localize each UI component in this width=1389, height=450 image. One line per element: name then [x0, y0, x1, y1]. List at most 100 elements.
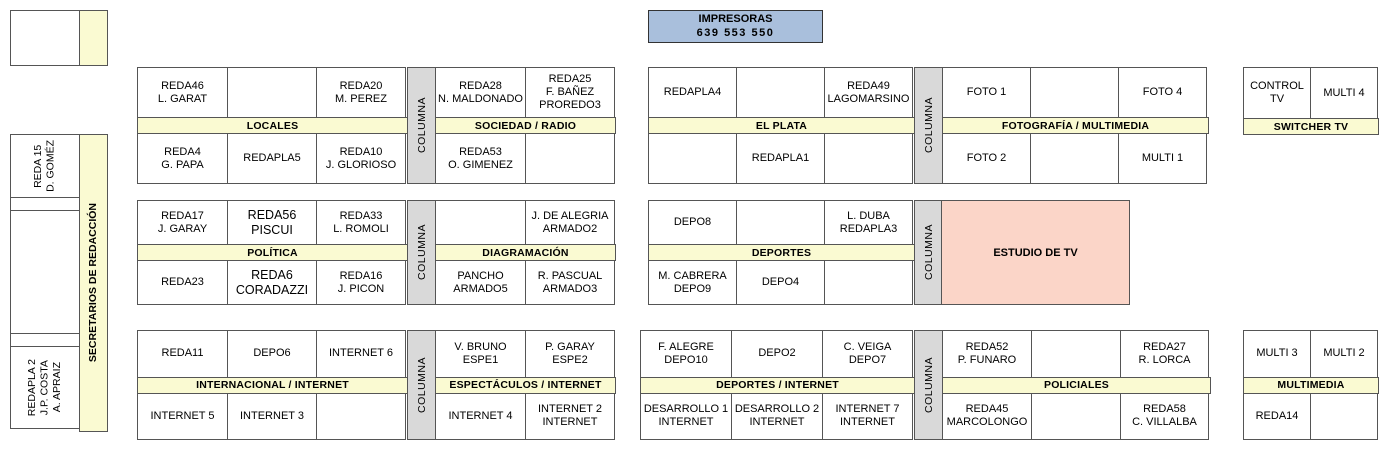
cell-reda20[interactable]: REDA20 M. PEREZ: [316, 67, 406, 118]
cell-reda58[interactable]: REDA58 C. VILLALBA: [1120, 392, 1209, 440]
cell-internet2[interactable]: INTERNET 2 INTERNET: [525, 392, 615, 440]
cell-depo6[interactable]: DEPO6: [227, 330, 317, 378]
cell-veiga[interactable]: C. VEIGA DEPO7: [822, 330, 913, 378]
block-deportes-top-row: DEPO8 L. DUBA REDAPLA3: [648, 200, 915, 245]
cell-reda14[interactable]: REDA14: [1243, 392, 1311, 440]
cell-empty-elplata-bottom-2[interactable]: [824, 133, 913, 184]
cell-alegre[interactable]: F. ALEGRE DEPO10: [640, 330, 732, 378]
cell-depo2[interactable]: DEPO2: [731, 330, 823, 378]
columna-strip-row2-left: COLUMNA: [407, 200, 436, 305]
block-policiales-top-row: REDA52 P. FUNARO REDA27 R. LORCA: [942, 330, 1211, 378]
cell-empty-multimedia-bottom[interactable]: [1310, 392, 1378, 440]
block-estudio-de-tv[interactable]: ESTUDIO DE TV: [941, 200, 1130, 305]
block-diagramacion-bottom-row: PANCHO ARMADO5 R. PASCUAL ARMADO3: [435, 260, 616, 305]
block-policiales-bottom-row: REDA45 MARCOLONGO REDA58 C. VILLALBA: [942, 392, 1211, 440]
cell-internet3[interactable]: INTERNET 3: [227, 392, 317, 440]
cell-multi3[interactable]: MULTI 3: [1243, 330, 1311, 378]
cell-empty-deportes-top[interactable]: [736, 200, 825, 245]
sidebar-cell-empty-3[interactable]: [10, 333, 80, 347]
cell-reda11[interactable]: REDA11: [137, 330, 228, 378]
cell-foto2[interactable]: FOTO 2: [942, 133, 1031, 184]
cell-empty-foto-bottom[interactable]: [1030, 133, 1119, 184]
block-diagramacion: J. DE ALEGRIA ARMADO2 DIAGRAMACIÓN PANCH…: [435, 200, 616, 305]
cell-desarrollo1[interactable]: DESARROLLO 1 INTERNET: [640, 392, 732, 440]
cell-multi1[interactable]: MULTI 1: [1118, 133, 1207, 184]
cell-reda6[interactable]: REDA6 CORADAZZI: [227, 260, 317, 305]
band-diagramacion: DIAGRAMACIÓN: [435, 244, 616, 261]
cell-internet7[interactable]: INTERNET 7 INTERNET: [822, 392, 913, 440]
sidebar-cell-reda15[interactable]: REDA 15 D. GOMÉZ: [10, 134, 80, 198]
cell-multi2[interactable]: MULTI 2: [1310, 330, 1378, 378]
block-multimedia: MULTI 3 MULTI 2 MULTIMEDIA REDA14: [1243, 330, 1379, 440]
cell-redapla4[interactable]: REDAPLA4: [648, 67, 737, 118]
cell-pascual[interactable]: R. PASCUAL ARMADO3: [525, 260, 615, 305]
block-fotografia-multimedia: FOTO 1 FOTO 4 FOTOGRAFÍA / MULTIMEDIA FO…: [942, 67, 1209, 184]
cell-depo4[interactable]: DEPO4: [736, 260, 825, 305]
cell-empty-elplata-bottom-1[interactable]: [648, 133, 737, 184]
cell-reda52[interactable]: REDA52 P. FUNARO: [942, 330, 1032, 378]
sidebar-cell-redapla2[interactable]: REDAPLA 2 J.P. COSTA A. APRAIZ: [10, 346, 80, 429]
sidebar-top-empty-cell[interactable]: [10, 10, 80, 66]
cell-reda23[interactable]: REDA23: [137, 260, 228, 305]
cell-empty-elplata-top[interactable]: [736, 67, 825, 118]
band-el-plata: EL PLATA: [648, 117, 915, 134]
block-locales: REDA46 L. GARAT REDA20 M. PEREZ LOCALES …: [137, 67, 408, 184]
cell-empty-deportes-bottom[interactable]: [824, 260, 913, 305]
cell-depo8[interactable]: DEPO8: [648, 200, 737, 245]
cell-empty-sociedad-bottom[interactable]: [525, 133, 615, 184]
cell-control-tv[interactable]: CONTROL TV: [1243, 67, 1311, 119]
block-espectaculos-internet: V. BRUNO ESPE1 P. GARAY ESPE2 ESPECTÁCUL…: [435, 330, 616, 440]
cell-reda16[interactable]: REDA16 J. PICON: [316, 260, 406, 305]
sidebar-top-band: [79, 10, 108, 66]
cell-reda25[interactable]: REDA25 F. BAÑEZ PROREDO3: [525, 67, 615, 118]
cell-reda17[interactable]: REDA17 J. GARAY: [137, 200, 228, 245]
cell-reda49[interactable]: REDA49 LAGOMARSINO: [824, 67, 913, 118]
cell-empty-foto-top[interactable]: [1030, 67, 1119, 118]
cell-empty-internacional-bottom[interactable]: [316, 392, 406, 440]
cell-de-alegria[interactable]: J. DE ALEGRIA ARMADO2: [525, 200, 615, 245]
cell-redapla1[interactable]: REDAPLA1: [736, 133, 825, 184]
block-group-row1-right: REDAPLA4 REDA49 LAGOMARSINO EL PLATA RED…: [648, 67, 1211, 184]
printers-numbers: 639 553 550: [696, 26, 775, 39]
band-fotografia-multimedia: FOTOGRAFÍA / MULTIMEDIA: [942, 117, 1209, 134]
cell-foto1[interactable]: FOTO 1: [942, 67, 1031, 118]
cell-reda10[interactable]: REDA10 J. GLORIOSO: [316, 133, 406, 184]
cell-bruno[interactable]: V. BRUNO ESPE1: [435, 330, 526, 378]
printers-title: IMPRESORAS: [698, 12, 773, 25]
cell-garay-espe2[interactable]: P. GARAY ESPE2: [525, 330, 615, 378]
cell-reda4[interactable]: REDA4 G. PAPA: [137, 133, 228, 184]
cell-internet5[interactable]: INTERNET 5: [137, 392, 228, 440]
cell-reda53[interactable]: REDA53 O. GIMENEZ: [435, 133, 526, 184]
sidebar-cell-empty-2[interactable]: [10, 210, 80, 334]
cell-empty-locales-top[interactable]: [227, 67, 317, 118]
band-deportes: DEPORTES: [648, 244, 915, 261]
cell-reda56[interactable]: REDA56 PISCUI: [227, 200, 317, 245]
band-deportes-internet: DEPORTES / INTERNET: [640, 376, 915, 394]
sidebar-cell-empty-1[interactable]: [10, 197, 80, 211]
cell-reda27[interactable]: REDA27 R. LORCA: [1120, 330, 1209, 378]
cell-reda33[interactable]: REDA33 L. ROMOLI: [316, 200, 406, 245]
cell-empty-policiales-top[interactable]: [1031, 330, 1121, 378]
printers-box[interactable]: IMPRESORAS 639 553 550: [648, 10, 823, 43]
cell-redapla5[interactable]: REDAPLA5: [227, 133, 317, 184]
block-group-row3-right: F. ALEGRE DEPO10 DEPO2 C. VEIGA DEPO7 DE…: [640, 330, 1211, 440]
columna-label: COLUMNA: [415, 97, 428, 154]
cell-empty-policiales-bottom[interactable]: [1031, 392, 1121, 440]
cell-duba[interactable]: L. DUBA REDAPLA3: [824, 200, 913, 245]
cell-reda28[interactable]: REDA28 N. MALDONADO: [435, 67, 526, 118]
band-internacional-internet: INTERNACIONAL / INTERNET: [137, 376, 408, 394]
cell-empty-diagramacion-top[interactable]: [435, 200, 526, 245]
cell-desarrollo2[interactable]: DESARROLLO 2 INTERNET: [731, 392, 823, 440]
cell-reda45[interactable]: REDA45 MARCOLONGO: [942, 392, 1032, 440]
cell-multi4[interactable]: MULTI 4: [1310, 67, 1378, 119]
band-locales: LOCALES: [137, 117, 408, 134]
cell-internet4[interactable]: INTERNET 4: [435, 392, 526, 440]
block-espectaculos-top-row: V. BRUNO ESPE1 P. GARAY ESPE2: [435, 330, 616, 378]
cell-pancho[interactable]: PANCHO ARMADO5: [435, 260, 526, 305]
cell-foto4[interactable]: FOTO 4: [1118, 67, 1207, 118]
block-internacional-internet: REDA11 DEPO6 INTERNET 6 INTERNACIONAL / …: [137, 330, 408, 440]
cell-internet6[interactable]: INTERNET 6: [316, 330, 406, 378]
cell-cabrera[interactable]: M. CABRERA DEPO9: [648, 260, 737, 305]
cell-reda46[interactable]: REDA46 L. GARAT: [137, 67, 228, 118]
columna-strip-row1-left: COLUMNA: [407, 67, 436, 184]
